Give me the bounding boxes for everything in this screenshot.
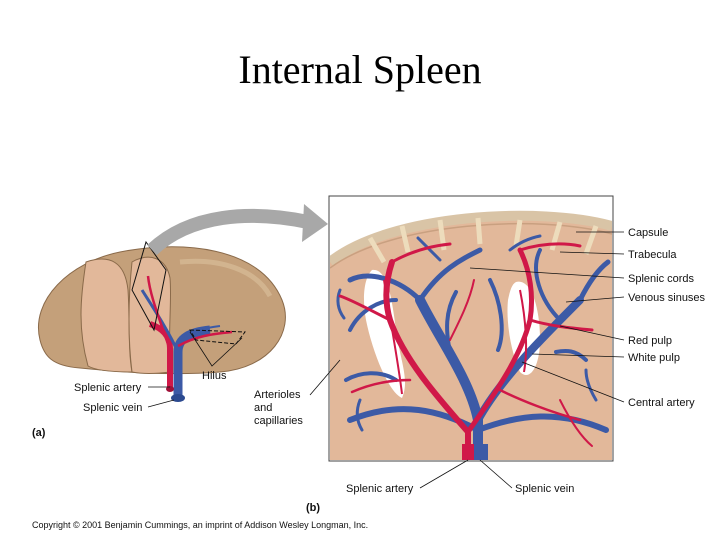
panel-b-leaders — [309, 231, 625, 489]
label-splenic-cords: Splenic cords — [628, 273, 695, 285]
label-b-splenic-vein: Splenic vein — [515, 483, 574, 495]
copyright-notice: Copyright © 2001 Benjamin Cummings, an i… — [32, 520, 369, 530]
central-artery-vessel — [383, 279, 403, 395]
section-wedge-outline — [131, 240, 246, 345]
spleen-organ — [38, 246, 286, 375]
label-arterioles-and: and — [254, 402, 272, 414]
label-central-artery: Central artery — [628, 397, 695, 409]
label-white-pulp: White pulp — [628, 352, 680, 364]
page-title: Internal Spleen — [238, 47, 482, 92]
panel-b-tag: (b) — [306, 502, 320, 514]
label-a-splenic-artery: Splenic artery — [74, 382, 142, 394]
zoom-arrow — [147, 204, 328, 256]
arteries — [338, 242, 594, 460]
label-red-pulp: Red pulp — [628, 335, 672, 347]
panel-a-tag: (a) — [32, 427, 46, 439]
label-arterioles: Arterioles — [254, 389, 301, 401]
label-venous-sinuses: Venous sinuses — [628, 292, 706, 304]
label-capillaries: capillaries — [254, 415, 303, 427]
label-b-splenic-artery: Splenic artery — [346, 483, 414, 495]
label-capsule: Capsule — [628, 227, 668, 239]
spleen-section-detail — [328, 195, 614, 462]
trabeculae — [367, 217, 599, 264]
label-trabecula: Trabecula — [628, 249, 677, 261]
label-a-splenic-vein: Splenic vein — [83, 402, 142, 414]
label-hilus: Hilus — [202, 370, 227, 382]
